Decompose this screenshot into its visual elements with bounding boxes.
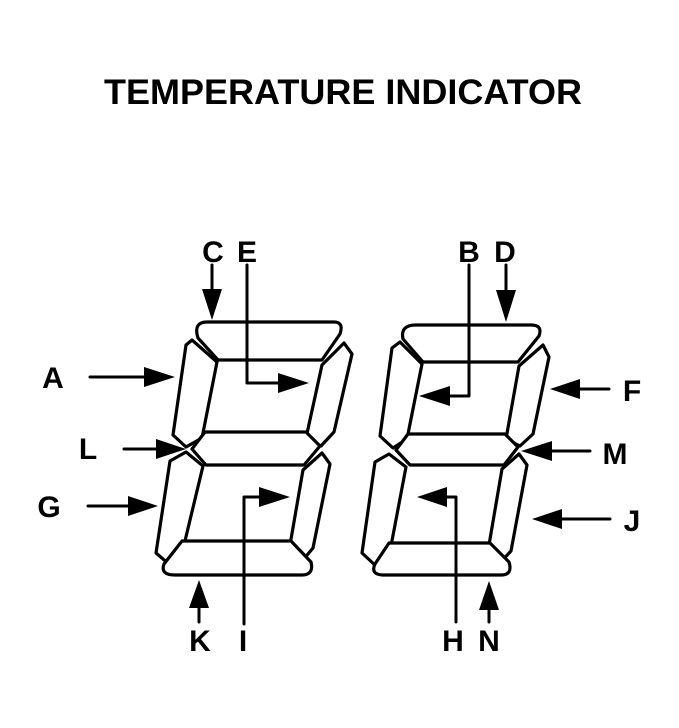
callout-arrow-b bbox=[419, 263, 471, 406]
callout-label-l: L bbox=[79, 433, 97, 466]
callout-label-e: E bbox=[237, 236, 257, 269]
left-digit-segment-upper-left bbox=[171, 338, 219, 449]
callout-arrow-i bbox=[242, 487, 290, 626]
callout-arrow-h bbox=[417, 487, 458, 624]
callout-arrow-g bbox=[86, 496, 158, 516]
callout-arrow-d bbox=[496, 263, 516, 322]
callout-arrow-e bbox=[245, 263, 309, 393]
right-digit-segment-top bbox=[400, 323, 542, 364]
callout-arrow-j bbox=[532, 509, 612, 529]
callout-arrow-l bbox=[122, 439, 186, 459]
right-digit-segment-middle bbox=[394, 432, 520, 467]
callout-label-j: J bbox=[624, 505, 641, 538]
right-digit-segment-upper-left bbox=[378, 340, 424, 450]
right-digit-segment-bottom bbox=[372, 541, 512, 577]
callout-label-g: G bbox=[37, 491, 60, 524]
callout-labels: A L G C E K I B D F M J H N bbox=[37, 236, 641, 658]
left-digit-segment-top bbox=[195, 320, 343, 362]
right-digit bbox=[360, 323, 551, 577]
callout-arrow-m bbox=[521, 441, 592, 461]
left-digit bbox=[154, 320, 354, 577]
callout-label-m: M bbox=[603, 438, 628, 471]
callout-arrows bbox=[86, 263, 612, 626]
callout-label-f: F bbox=[623, 375, 641, 408]
left-digit-segment-middle bbox=[190, 430, 322, 467]
callout-arrow-f bbox=[550, 379, 611, 399]
callout-label-i: I bbox=[239, 625, 247, 658]
callout-label-h: H bbox=[442, 625, 464, 658]
callout-arrow-c bbox=[202, 263, 222, 320]
callout-label-d: D bbox=[494, 236, 516, 269]
callout-label-n: N bbox=[478, 625, 500, 658]
diagram-title: TEMPERATURE INDICATOR bbox=[104, 73, 582, 112]
callout-label-b: B bbox=[458, 236, 480, 269]
right-digit-segment-upper-right bbox=[504, 343, 551, 448]
callout-arrow-a bbox=[88, 367, 175, 387]
callout-arrow-n bbox=[479, 581, 499, 624]
callout-label-c: C bbox=[202, 236, 224, 269]
callout-arrow-k bbox=[189, 580, 209, 624]
callout-label-k: K bbox=[189, 625, 211, 658]
left-digit-segment-bottom bbox=[161, 539, 314, 577]
callout-label-a: A bbox=[42, 362, 64, 395]
